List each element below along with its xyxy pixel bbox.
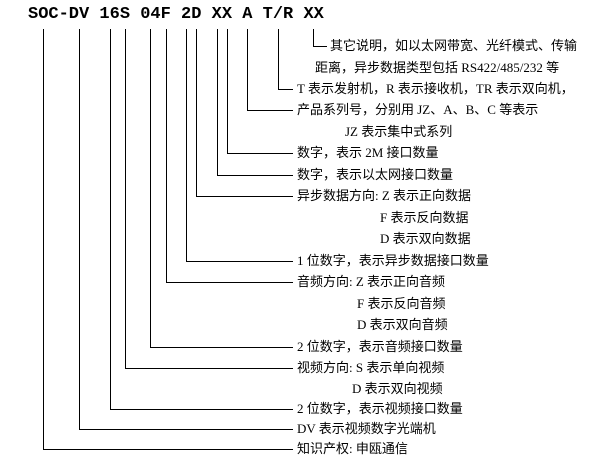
annotation-async-dir-d: D 表示双向数据 bbox=[380, 231, 471, 246]
leader-line-async-dir bbox=[196, 29, 293, 197]
model-number: SOC-DV 16S 04F 2D XX A T/R XX bbox=[28, 5, 324, 24]
annotation-audio-dir-f: F 表示反向音频 bbox=[357, 296, 446, 311]
leader-line-soc bbox=[43, 29, 293, 450]
annotation-transmit: T 表示发射机，R 表示接收机，TR 表示双向机， bbox=[297, 81, 574, 96]
annotation-count-audio: 2 位数字，表示音频接口数量 bbox=[297, 339, 463, 354]
annotation-async-dir-z: 异步数据方向: Z 表示正向数据 bbox=[297, 188, 472, 203]
leader-line-ethernet-count bbox=[217, 29, 293, 176]
annotation-video-dir-s: 视频方向: S 表示单向视频 bbox=[297, 360, 445, 375]
annotation-video-dir-d: D 表示双向视频 bbox=[352, 381, 443, 396]
annotation-count-async: 1 位数字，表示异步数据接口数量 bbox=[297, 253, 489, 268]
annotation-audio-dir-z: 音频方向: Z 表示正向音频 bbox=[297, 274, 446, 289]
leader-line-tr bbox=[278, 29, 293, 90]
annotation-count-ethernet: 数字，表示以太网接口数量 bbox=[297, 167, 454, 182]
annotation-other-line2: 距离，异步数据类型包括 RS422/485/232 等 bbox=[315, 60, 560, 75]
leader-line-video-dir bbox=[125, 29, 293, 369]
annotation-count-2m: 数字，表示 2M 接口数量 bbox=[297, 145, 439, 160]
annotation-dv-meaning: DV 表示视频数字光端机 bbox=[297, 421, 436, 436]
leader-line-dv bbox=[79, 29, 293, 430]
annotation-series-line1: 产品系列号，分别用 JZ、A、B、C 等表示 bbox=[297, 102, 539, 117]
leader-line-2m-count bbox=[227, 29, 293, 154]
annotation-async-dir-f: F 表示反向数据 bbox=[380, 210, 469, 225]
annotation-soc-meaning: 知识产权: 申瓯通信 bbox=[297, 441, 408, 456]
leader-line-audio-dir bbox=[166, 29, 293, 283]
leader-line-series bbox=[247, 29, 293, 111]
leader-line-video-count bbox=[110, 29, 293, 410]
leader-line-async-count bbox=[186, 29, 293, 262]
annotation-count-video: 2 位数字，表示视频接口数量 bbox=[297, 401, 463, 416]
annotation-series-line2: JZ 表示集中式系列 bbox=[345, 124, 453, 139]
annotation-other-line1: 其它说明，如以太网带宽、光纤模式、传输 bbox=[330, 38, 578, 53]
annotation-audio-dir-d: D 表示双向音频 bbox=[357, 317, 448, 332]
leader-line-audio-count bbox=[150, 29, 293, 348]
leader-line-other bbox=[313, 29, 327, 47]
